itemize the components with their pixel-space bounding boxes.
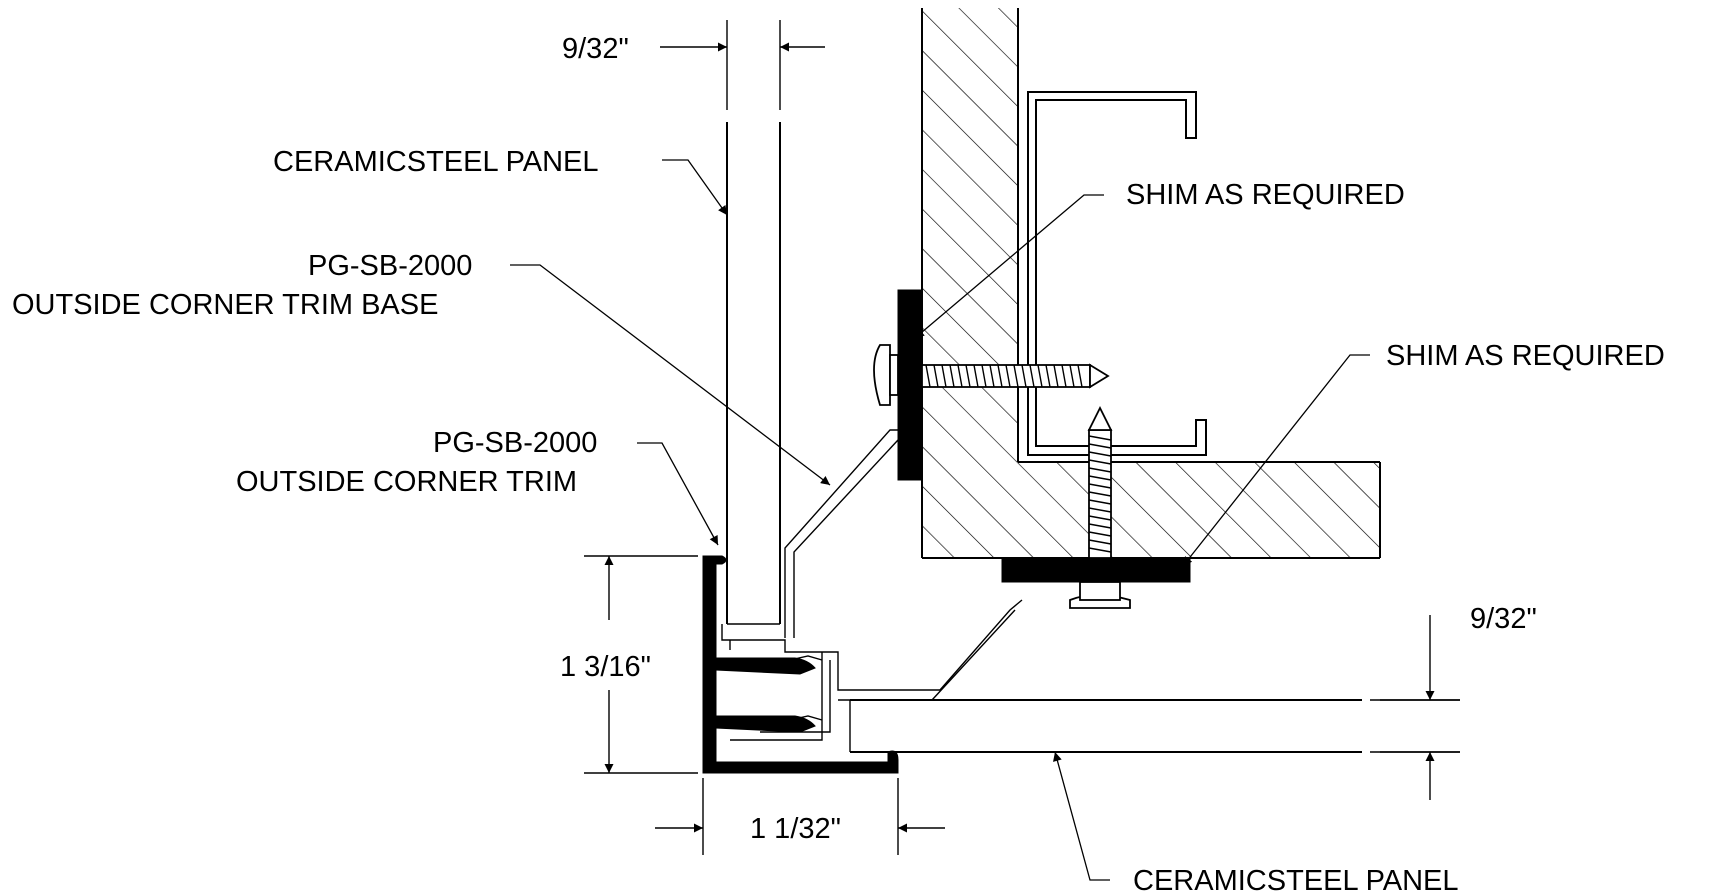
- horizontal-wall-section: [922, 461, 1381, 559]
- label-trim-line2: OUTSIDE CORNER TRIM: [236, 466, 577, 498]
- shim-vertical: [897, 289, 923, 481]
- label-panel-top: CERAMICSTEEL PANEL: [273, 146, 599, 178]
- leader-shim-1: [914, 194, 1104, 339]
- label-panel-bottom: CERAMICSTEEL PANEL: [1133, 865, 1459, 894]
- ceramicsteel-panel-vertical: [726, 122, 781, 625]
- dimension-height-label: 1 3/16": [560, 651, 651, 683]
- vertical-screw: [1069, 405, 1131, 609]
- leader-shim-2: [1182, 354, 1370, 567]
- dimension-right-label: 9/32": [1470, 603, 1537, 635]
- leader-trim: [637, 442, 719, 546]
- leader-trim-base: [510, 264, 831, 486]
- vertical-wall-section: [921, 8, 1019, 558]
- label-trim-base-line1: PG-SB-2000: [308, 250, 472, 282]
- leader-panel-bottom: [1053, 751, 1110, 881]
- dimension-width-label: 1 1/32": [750, 813, 841, 845]
- dimension-top-9-32: [660, 20, 825, 110]
- label-shim-2: SHIM AS REQUIRED: [1386, 340, 1665, 372]
- dimension-height-1-3-16: [584, 555, 698, 774]
- outside-corner-trim-base: [721, 429, 1023, 741]
- dimension-right-9-32: [1380, 615, 1460, 800]
- dimension-top-label: 9/32": [562, 33, 629, 65]
- shim-horizontal: [1001, 557, 1191, 583]
- label-shim-1: SHIM AS REQUIRED: [1126, 179, 1405, 211]
- ceramicsteel-panel-horizontal: [849, 699, 1460, 753]
- label-trim-line1: PG-SB-2000: [433, 427, 597, 459]
- leader-panel-top: [662, 159, 728, 216]
- label-trim-base-line2: OUTSIDE CORNER TRIM BASE: [12, 289, 438, 321]
- outside-corner-trim: [702, 555, 899, 774]
- metal-stud-channel: [1027, 91, 1207, 456]
- horizontal-screw: [873, 344, 1110, 406]
- dimension-width-1-1-32: [655, 778, 945, 855]
